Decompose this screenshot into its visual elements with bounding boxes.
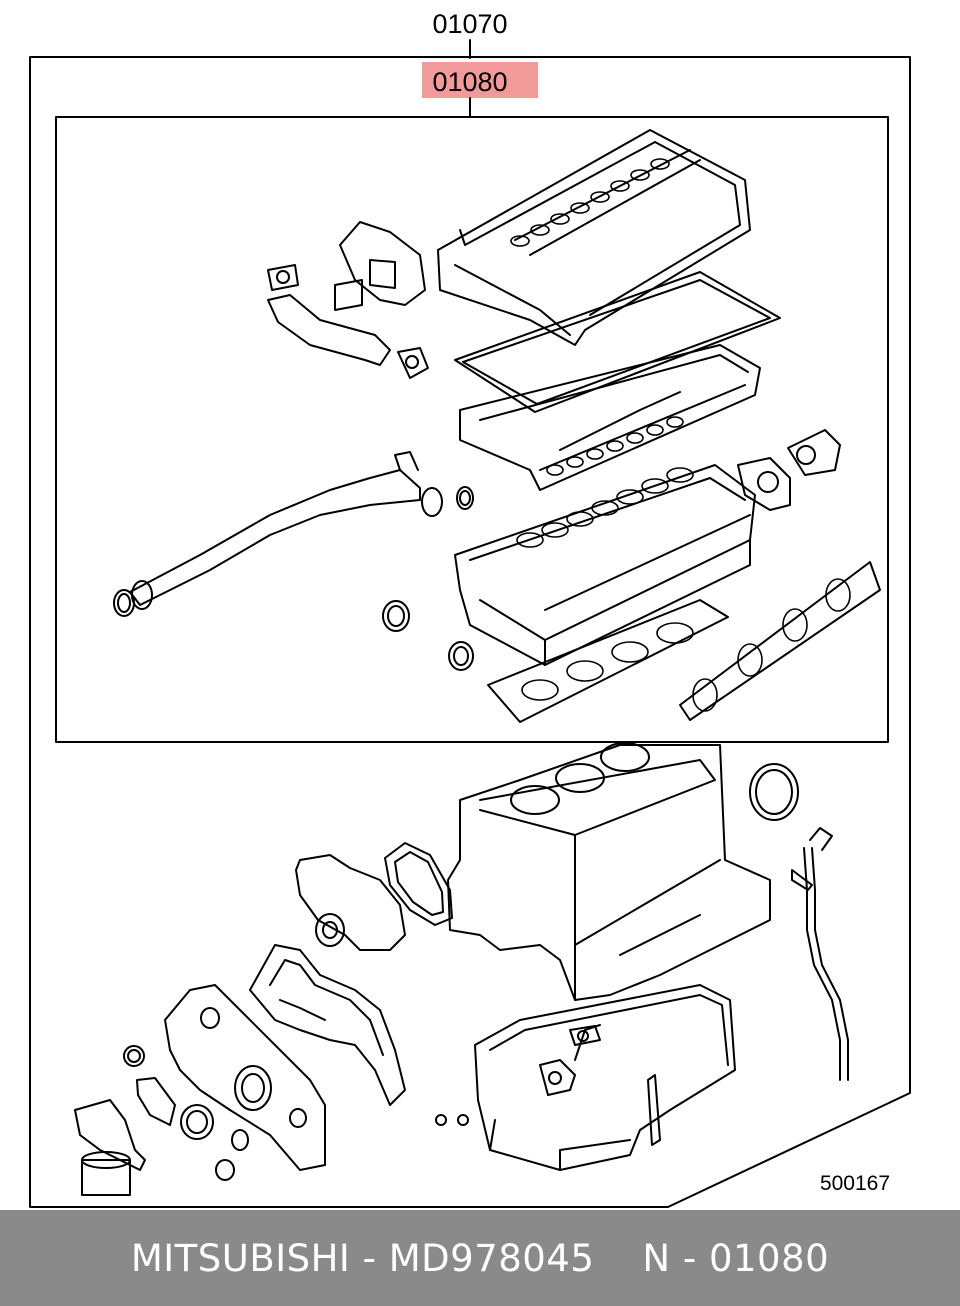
oil-strainer-icon: [539, 1024, 601, 1096]
parts-diagram: 01070 01080: [29, 9, 911, 1208]
valve-cover-gasket-icon: [437, 129, 751, 346]
rear-oil-seal-icon: [749, 763, 799, 821]
timing-cover-gasket-icon: [249, 944, 406, 1106]
water-pipe-icon: [129, 451, 443, 610]
reference-number: N - 01080: [642, 1236, 830, 1280]
footer-separator-2: [376, 1237, 388, 1280]
cylinder-head-icon: [454, 416, 756, 666]
highlight-box: [422, 62, 538, 98]
rocker-cover-gasket-icon: [454, 271, 781, 413]
drawing-number: 500167: [820, 1172, 890, 1195]
cylinder-block-icon: [447, 742, 771, 1001]
egr-pipe-icon: [267, 294, 429, 379]
egr-valve-icon: [267, 221, 426, 311]
footer-separator: [350, 1237, 362, 1280]
brand-name: MITSUBISHI: [130, 1236, 351, 1280]
outer-part-number[interactable]: 01070: [432, 9, 507, 39]
head-gasket-icon: [487, 599, 729, 723]
front-seal-icons: [123, 1045, 249, 1181]
inner-kit-frame: [55, 116, 889, 743]
thermostat-housing-gasket-icon: [737, 429, 841, 511]
oil-pan-icon: [474, 984, 736, 1171]
exhaust-manifold-gasket-icon: [679, 561, 881, 721]
part-info-footer: MITSUBISHI - MD978045 N - 01080: [0, 1210, 960, 1306]
water-pump-icon: [295, 854, 406, 951]
water-pump-gasket-icon: [384, 842, 453, 926]
oil-filter-bracket-icon: [74, 1077, 176, 1196]
front-case-icon: [164, 984, 326, 1171]
oil-dipstick-icon: [791, 827, 849, 1081]
cam-carrier-icon: [459, 344, 761, 491]
small-o-rings-icon: [435, 1114, 469, 1126]
footer-dash: -: [362, 1236, 377, 1280]
o-ring-icons: [113, 486, 474, 671]
part-number[interactable]: MD978045: [388, 1236, 595, 1280]
outer-kit-frame: [29, 56, 911, 1208]
inner-part-number[interactable]: 01080: [432, 67, 507, 97]
